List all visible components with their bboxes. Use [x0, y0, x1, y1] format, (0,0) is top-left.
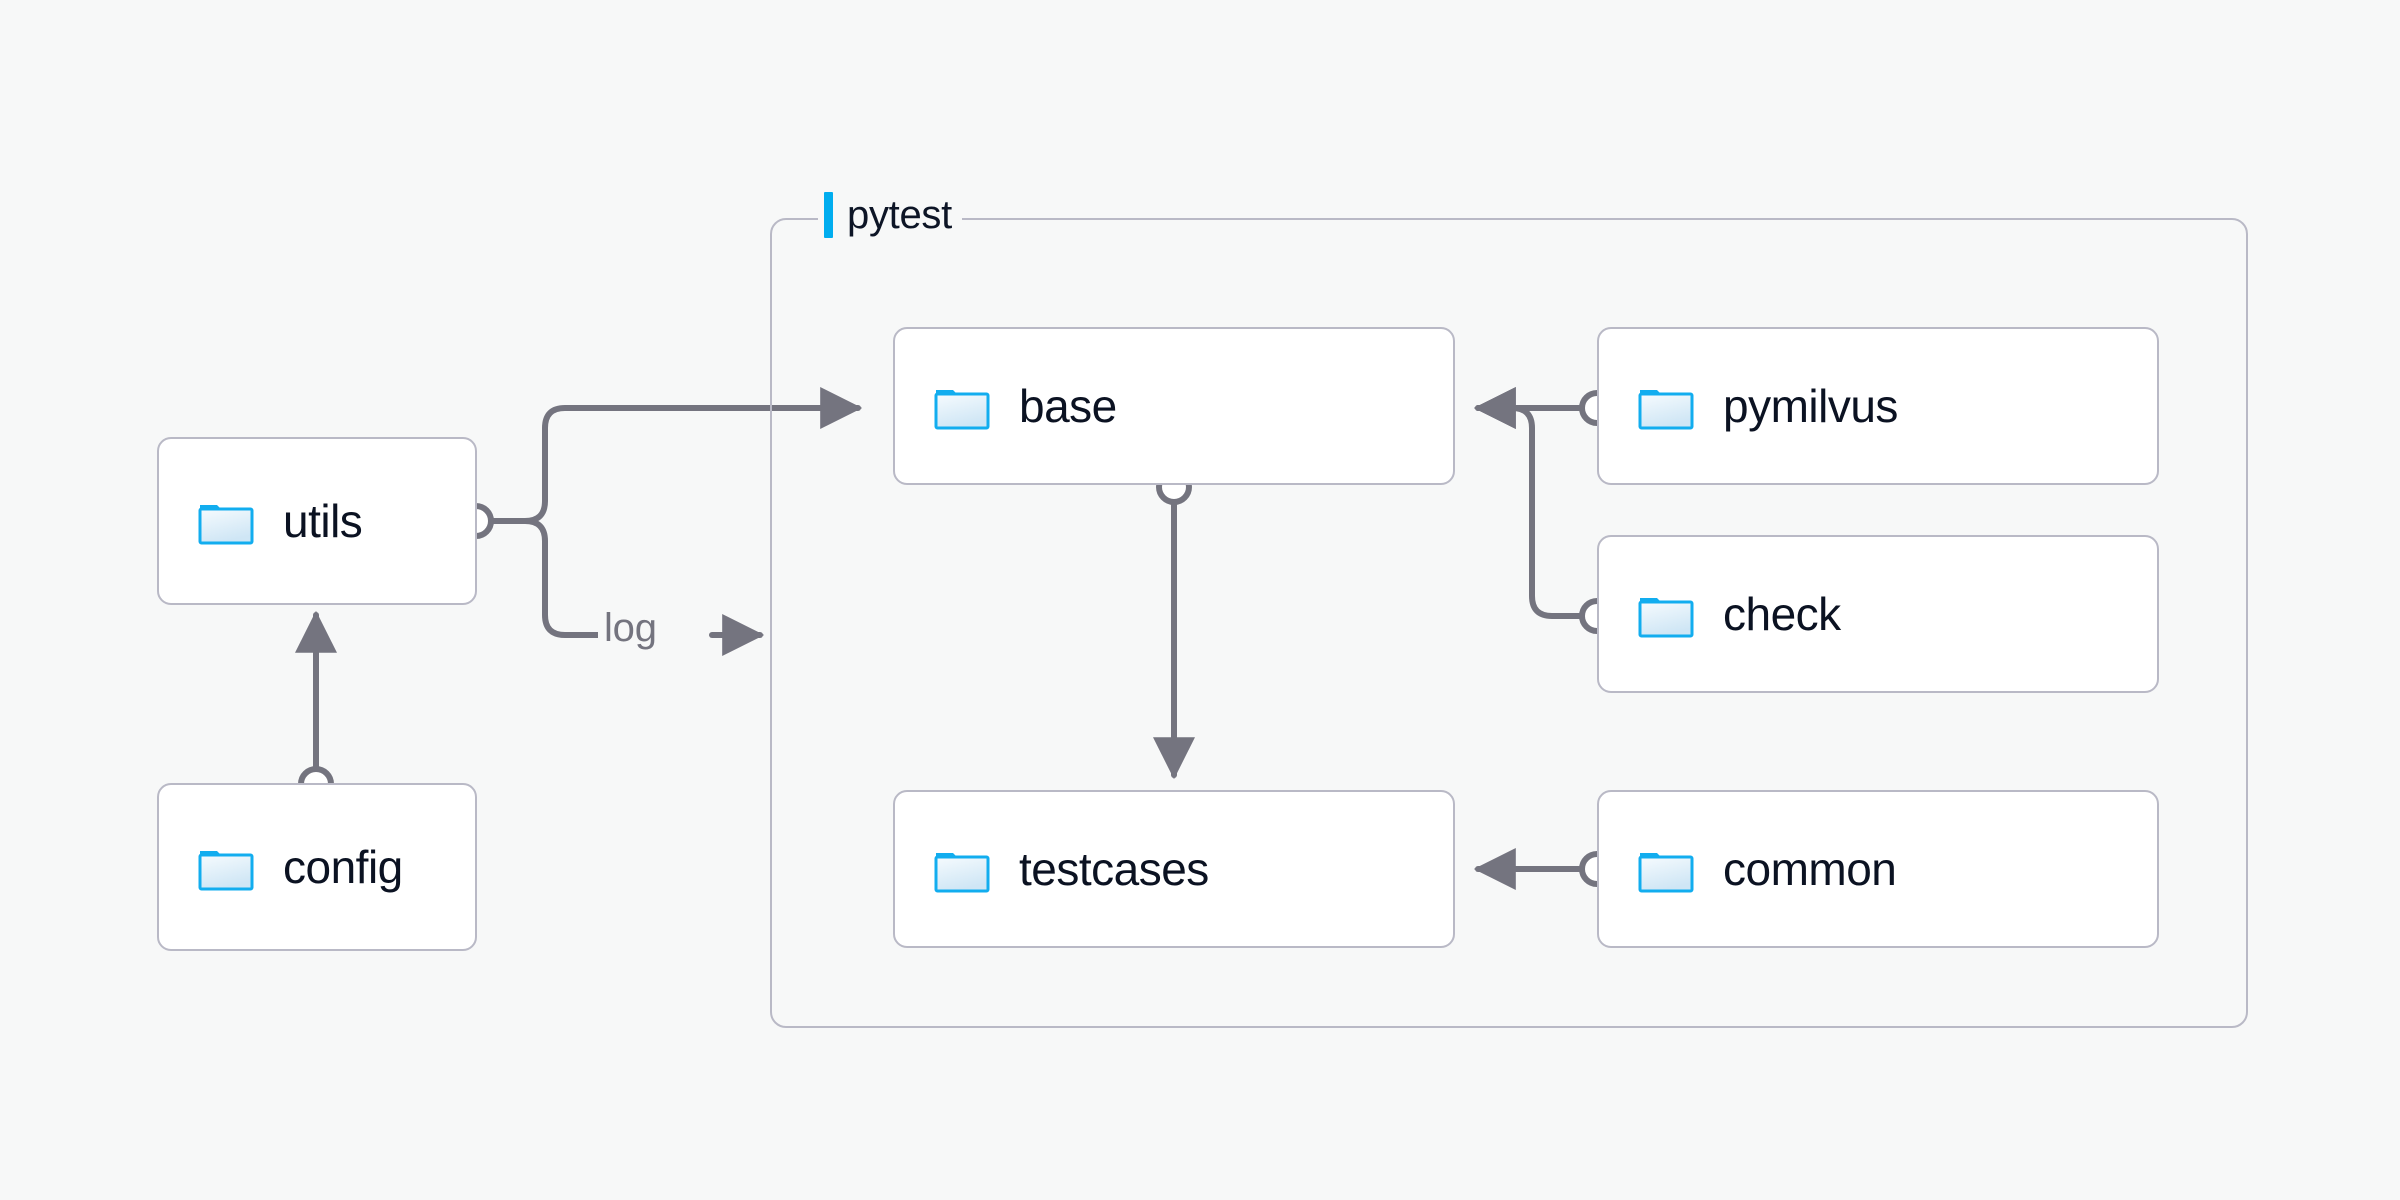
node-check-label: check — [1723, 588, 1841, 640]
node-utils[interactable]: utils — [157, 437, 477, 605]
folder-icon — [1638, 853, 1694, 893]
group-accent-bar — [824, 192, 833, 238]
folder-icon — [934, 390, 990, 430]
node-common-label: common — [1723, 843, 1897, 895]
folder-icon — [1638, 390, 1694, 430]
node-common[interactable]: common — [1597, 790, 2159, 948]
group-pytest-label: pytest — [818, 188, 962, 242]
node-config[interactable]: config — [157, 783, 477, 951]
folder-icon — [198, 505, 254, 545]
folder-icon — [198, 851, 254, 891]
node-testcases[interactable]: testcases — [893, 790, 1455, 948]
node-pymilvus[interactable]: pymilvus — [1597, 327, 2159, 485]
node-testcases-label: testcases — [1019, 843, 1209, 895]
folder-icon — [934, 853, 990, 893]
group-pytest-label-text: pytest — [847, 192, 952, 237]
node-pymilvus-label: pymilvus — [1723, 380, 1898, 432]
edge-utils-to-log — [482, 518, 601, 638]
group-pytest[interactable] — [770, 218, 2248, 1028]
node-config-label: config — [283, 841, 403, 893]
edge-label-log: log — [598, 606, 663, 651]
node-check[interactable]: check — [1597, 535, 2159, 693]
folder-icon — [1638, 598, 1694, 638]
node-base-label: base — [1019, 380, 1117, 432]
node-base[interactable]: base — [893, 327, 1455, 485]
node-utils-label: utils — [283, 495, 363, 547]
